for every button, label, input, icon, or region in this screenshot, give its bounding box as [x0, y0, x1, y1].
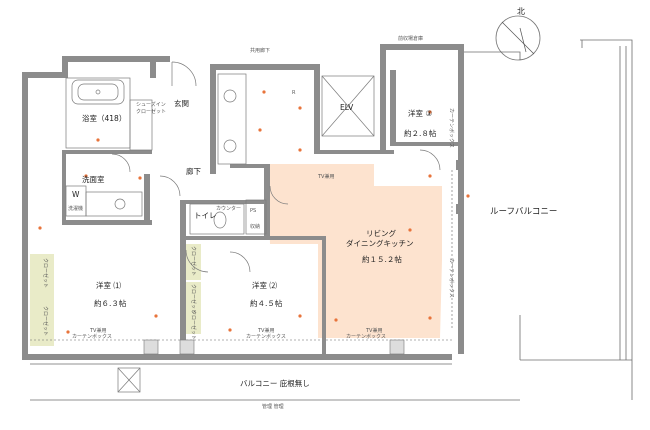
columns: [143, 339, 405, 355]
kitchen-counter: [217, 73, 247, 165]
stove-icon: [223, 139, 237, 153]
elevator-label: ELV: [340, 103, 354, 112]
refrigerator-label: R: [292, 90, 296, 96]
labels: 共用廊下 前収場倉庫 浴室（418） シューズイン クローゼット 玄関 洗面室 …: [42, 35, 557, 410]
tv-outlet-w2: TV兼用: [257, 327, 274, 334]
thin-lines: [30, 73, 520, 401]
tv-outlet-living: TV兼用: [317, 173, 334, 180]
hallway-label: 廊下: [186, 166, 201, 176]
living-label-2: ダイニングキッチン: [346, 238, 414, 248]
western3-name: 洋室 ③: [408, 108, 432, 118]
compass-tick: [519, 27, 527, 53]
washer-label: W: [72, 190, 80, 199]
bath-area: [65, 77, 131, 149]
wash-basin-icon: [114, 198, 126, 210]
western1-size: 約６.３帖: [94, 298, 127, 308]
closet-western2-b: [183, 282, 201, 334]
shoes-closet-label-1: シューズイン: [136, 101, 166, 108]
kitchen-sink-icon: [223, 89, 237, 103]
counter-label: カウンター: [216, 205, 241, 212]
balcony-skylight-icon: [117, 367, 141, 393]
closet-western1-left: [30, 254, 54, 346]
compass: 北: [495, 7, 541, 61]
tv-outlet-living-2: TV兼用: [365, 327, 382, 334]
front-storage-label: 前収場倉庫: [398, 35, 423, 42]
common-corridor-label: 共用廊下: [250, 47, 270, 54]
compass-needle-icon: [501, 21, 535, 55]
curtain-box-w1: カーテンボックス: [72, 333, 112, 340]
curtain-box-living-side: カーテンボックス: [448, 258, 455, 298]
compass-ring: [495, 15, 541, 61]
storage-label: 収納: [250, 223, 260, 230]
closet-label-w1b: クローゼット: [42, 306, 49, 336]
walls: [22, 44, 464, 360]
closet-label-w2a: クローゼット: [190, 246, 197, 276]
toilet-icon: [213, 211, 227, 229]
door-swings: [111, 61, 441, 273]
roof-balcony-label: ルーフバルコニー: [490, 207, 557, 217]
entrance-door-icon: [171, 61, 197, 87]
shoes-closet-label-2: クローゼット: [136, 108, 166, 115]
western2-size: 約４.５帖: [250, 298, 283, 308]
curtain-box-w3: カーテンボックス: [448, 108, 455, 148]
living-label-1: リビング: [366, 228, 396, 238]
closet-label-w1a: クローゼット: [42, 258, 49, 288]
vanity-counter: [85, 191, 143, 217]
roof-balcony-outline: [464, 39, 633, 400]
washroom-label: 洗面室: [82, 174, 105, 184]
closet-label-w2b: クローゼット: [190, 284, 197, 314]
closet-label-w2c: クローゼット: [190, 310, 197, 340]
fixtures: [114, 89, 237, 393]
tv-outlet-w1: TV兼用: [89, 327, 106, 334]
living-floor-highlight: [268, 164, 442, 338]
shoes-closet-box: [129, 99, 153, 151]
outlet-markers: [38, 90, 470, 334]
entrance-label: 玄関: [174, 98, 189, 108]
living-size: 約１５.２帖: [362, 254, 402, 264]
compass-north-label: 北: [517, 7, 525, 16]
ps-box: [245, 199, 267, 235]
closet-western2-a: [183, 244, 201, 280]
elevator-shaft: [321, 75, 375, 137]
bathtub-icon: [71, 79, 125, 105]
toilet-label: トイレ: [194, 211, 217, 220]
curtain-box-living: カーテンボックス: [346, 333, 386, 340]
closet-fills: [30, 244, 201, 346]
bottom-note: 管理 管理: [262, 403, 284, 410]
western1-name: 洋室 ⑴: [96, 280, 121, 290]
washroom-small-label: 洗濯機: [68, 205, 83, 212]
bath-label: 浴室（418）: [82, 113, 126, 123]
curtain-box-w2: カーテンボックス: [246, 333, 286, 340]
toilet-box: [189, 203, 245, 235]
western3-size: 約２.８帖: [404, 128, 437, 138]
ps-label: PS: [250, 208, 256, 214]
western2-name: 洋室 ⑵: [252, 280, 277, 290]
balcony-label: バルコニー 庇根無し: [240, 378, 310, 388]
